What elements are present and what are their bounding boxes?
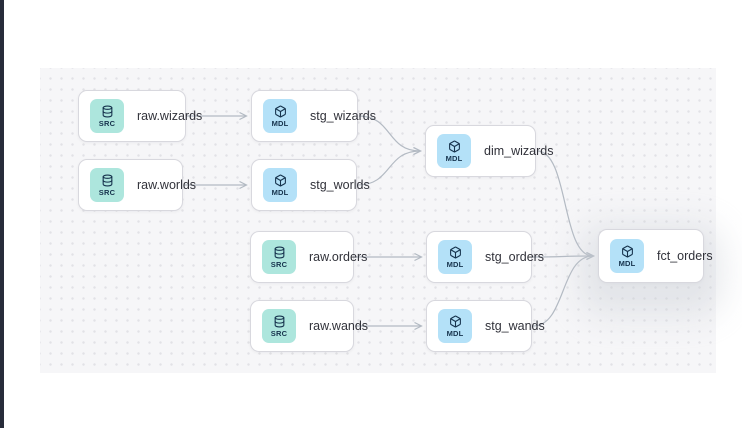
dag-node-raw.worlds[interactable]: SRC raw.worlds	[78, 159, 196, 211]
cube-icon	[449, 246, 461, 259]
edge-stg_worlds-to-dim_wizards	[357, 151, 420, 186]
dag-node-raw.wizards[interactable]: SRC raw.wizards	[78, 90, 202, 142]
node-label: raw.orders	[309, 249, 368, 264]
dag-node-stg_worlds[interactable]: MDL stg_worlds	[251, 159, 370, 211]
dag-node-raw.orders[interactable]: SRC raw.orders	[250, 231, 367, 283]
node-type-label: SRC	[98, 187, 116, 197]
node-label: stg_wands	[485, 318, 545, 333]
node-type-label: MDL	[271, 187, 289, 197]
node-type-badge: MDL	[438, 309, 472, 343]
node-type-label: MDL	[446, 328, 464, 338]
node-type-badge: SRC	[262, 240, 296, 274]
node-label: stg_orders	[485, 249, 545, 264]
window-edge-strip	[0, 0, 4, 428]
node-label: dim_wizards	[484, 143, 554, 158]
node-label: stg_wizards	[310, 108, 376, 123]
node-type-badge: MDL	[437, 134, 471, 168]
cube-icon	[448, 140, 460, 153]
node-type-badge: MDL	[263, 99, 297, 133]
node-label: raw.wizards	[137, 108, 203, 123]
edge-stg_wizards-to-dim_wizards	[358, 115, 420, 151]
dag-node-stg_wands[interactable]: MDL stg_wands	[426, 300, 545, 352]
node-type-label: MDL	[618, 258, 636, 268]
dag-node-fct_orders[interactable]: MDL fct_orders	[598, 229, 713, 283]
node-label: stg_worlds	[310, 177, 370, 192]
dag-node-raw.wands[interactable]: SRC raw.wands	[250, 300, 368, 352]
cube-icon	[274, 174, 286, 187]
dag-node-stg_orders[interactable]: MDL stg_orders	[426, 231, 544, 283]
cube-icon	[274, 105, 286, 118]
node-type-badge: MDL	[263, 168, 297, 202]
database-icon	[274, 246, 284, 259]
cube-icon	[449, 315, 461, 328]
node-type-label: MDL	[271, 118, 289, 128]
database-icon	[274, 315, 284, 328]
node-label: fct_orders	[657, 248, 713, 263]
node-type-label: MDL	[446, 259, 464, 269]
database-icon	[102, 174, 112, 187]
edge-dim_wizards-to-fct_orders	[536, 150, 593, 256]
database-icon	[102, 105, 112, 118]
edge-stg_orders-to-fct_orders	[532, 256, 593, 257]
node-type-label: MDL	[445, 153, 463, 163]
node-label: raw.wands	[309, 318, 369, 333]
edge-layer	[184, 68, 716, 373]
edge-group	[184, 116, 593, 326]
node-type-label: SRC	[270, 328, 288, 338]
node-type-label: SRC	[98, 118, 116, 128]
node-type-badge: MDL	[438, 240, 472, 274]
node-label: raw.worlds	[137, 177, 197, 192]
node-type-badge: MDL	[610, 239, 644, 273]
edge-stg_wands-to-fct_orders	[532, 256, 593, 327]
cube-icon	[621, 245, 633, 258]
dag-node-stg_wizards[interactable]: MDL stg_wizards	[251, 90, 376, 142]
node-type-badge: SRC	[90, 99, 124, 133]
node-type-label: SRC	[270, 259, 288, 269]
node-type-badge: SRC	[262, 309, 296, 343]
dag-node-dim_wizards[interactable]: MDL dim_wizards	[425, 125, 553, 177]
node-type-badge: SRC	[90, 168, 124, 202]
